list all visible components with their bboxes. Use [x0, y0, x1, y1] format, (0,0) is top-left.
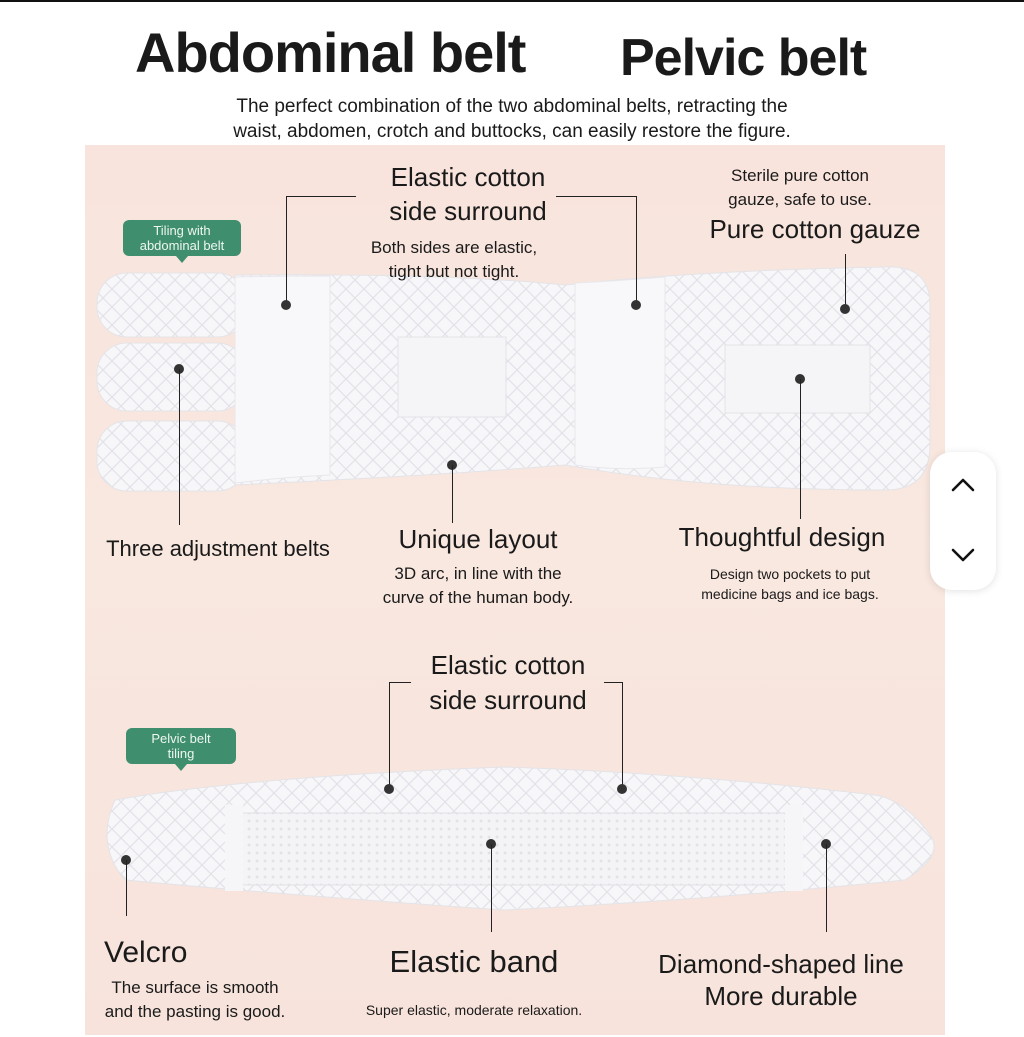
elastic-title-line-2: side surround	[389, 196, 547, 226]
subtitle: The perfect combination of the two abdom…	[150, 94, 874, 144]
layout-desc-line-2: curve of the human body.	[382, 588, 574, 607]
leader-line	[491, 844, 492, 932]
label-elastic-band-desc: Super elastic, moderate relaxation.	[365, 1002, 583, 1018]
pelvic-belt	[106, 766, 935, 911]
pelvic-elastic-line-1: Elastic cotton	[430, 650, 586, 680]
abdominal-belt	[96, 266, 931, 492]
label-velcro: Velcro	[104, 936, 188, 969]
layout-desc-line-1: 3D arc, in line with the	[394, 564, 562, 583]
label-elastic-desc: Both sides are elastic, tight but not ti…	[344, 236, 564, 284]
leader-line	[826, 844, 827, 932]
label-diamond-line: Diamond-shaped line More durable	[640, 948, 922, 1012]
tag-tiling-line-2: abdominal belt	[139, 238, 225, 253]
leader-line	[622, 682, 623, 786]
subtitle-line-2: waist, abdomen, crotch and buttocks, can…	[233, 121, 791, 142]
top-divider	[0, 0, 1024, 2]
label-thoughtful-desc: Design two pockets to put medicine bags …	[680, 564, 900, 604]
leader-line	[126, 860, 127, 916]
pelvic-elastic-line-2: side surround	[429, 685, 587, 715]
tag-pelvic-tiling: Pelvic belt tiling	[126, 728, 236, 771]
scroll-up-button[interactable]	[948, 470, 978, 500]
pointer-dot	[617, 784, 627, 794]
elastic-title-line-1: Elastic cotton	[390, 162, 546, 192]
label-elastic-cotton-bottom: Elastic cotton side surround	[398, 648, 618, 718]
label-unique-desc: 3D arc, in line with the curve of the hu…	[368, 562, 588, 610]
title-abdominal-belt: Abdominal belt	[135, 21, 526, 84]
velcro-desc-line-1: The surface is smooth	[111, 978, 279, 997]
pointer-dot	[840, 304, 850, 314]
pelvic-tag-line-2: tiling	[167, 746, 195, 761]
sterile-line-2: gauze, safe to use.	[728, 190, 872, 209]
elastic-desc-line-1: Both sides are elastic,	[370, 238, 538, 257]
label-thoughtful-design: Thoughtful design	[678, 522, 886, 552]
title-pelvic-belt: Pelvic belt	[620, 29, 867, 87]
subtitle-line-1: The perfect combination of the two abdom…	[236, 96, 788, 117]
label-elastic-cotton-top: Elastic cotton side surround	[358, 160, 578, 228]
label-three-adjustment: Three adjustment belts	[106, 536, 330, 561]
pointer-dot	[384, 784, 394, 794]
leader-line	[286, 196, 356, 197]
sterile-line-1: Sterile pure cotton	[731, 166, 869, 185]
diamond-line-1: Diamond-shaped line	[658, 949, 904, 979]
tag-tiling-abdominal: Tiling with abdominal belt	[123, 220, 241, 263]
velcro-desc-line-2: and the pasting is good.	[104, 1002, 286, 1021]
label-sterile: Sterile pure cotton gauze, safe to use.	[700, 164, 900, 212]
label-elastic-band: Elastic band	[389, 944, 559, 979]
leader-line	[800, 379, 801, 519]
thoughtful-desc-line-1: Design two pockets to put	[709, 566, 871, 582]
leader-line	[452, 465, 453, 523]
leader-line	[389, 682, 411, 683]
thoughtful-desc-line-2: medicine bags and ice bags.	[701, 586, 879, 602]
label-velcro-desc: The surface is smooth and the pasting is…	[92, 976, 298, 1024]
label-pure-cotton-gauze: Pure cotton gauze	[709, 214, 921, 244]
scroll-control	[930, 452, 996, 590]
leader-line	[845, 254, 846, 308]
leader-line	[556, 196, 636, 197]
belt-illustrations	[96, 266, 935, 911]
tag-tiling-line-1: Tiling with	[153, 223, 211, 238]
scroll-down-button[interactable]	[948, 540, 978, 570]
chevron-down-icon	[951, 548, 975, 562]
chevron-up-icon	[951, 478, 975, 492]
leader-line	[286, 196, 287, 304]
leader-line	[604, 682, 622, 683]
leader-line	[636, 196, 637, 304]
diamond-line-2: More durable	[704, 981, 858, 1011]
pelvic-tag-line-1: Pelvic belt	[151, 731, 211, 746]
leader-line	[389, 682, 390, 786]
pointer-dot	[631, 300, 641, 310]
leader-line	[179, 369, 180, 525]
elastic-desc-line-2: tight but not tight.	[388, 262, 520, 281]
label-unique-layout: Unique layout	[398, 524, 558, 554]
pointer-dot	[281, 300, 291, 310]
